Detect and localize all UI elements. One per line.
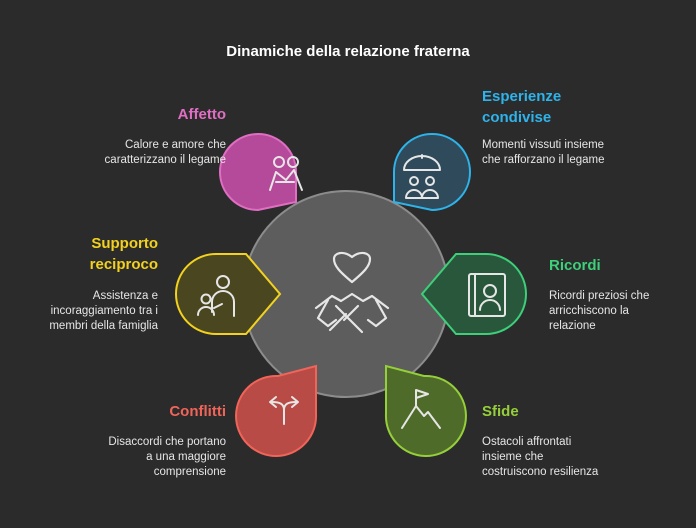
heart-handshake-icon xyxy=(314,251,390,334)
ricordi-description: Ricordi preziosi che arricchiscono la re… xyxy=(549,289,689,334)
conflitti-desc-line: comprensione xyxy=(153,466,226,478)
esperienze-description: Momenti vissuti insieme che rafforzano i… xyxy=(482,138,662,168)
sfide-desc-line: Ostacoli affrontati xyxy=(482,436,572,448)
umbrella-people-icon xyxy=(403,154,441,199)
photo-album-icon xyxy=(468,273,506,317)
conflitti-title: Conflitti xyxy=(169,403,226,420)
supporto-node xyxy=(175,253,282,335)
esperienze-node xyxy=(393,133,471,212)
esperienze-title-line: Esperienze xyxy=(482,88,562,105)
supporto-desc-line: membri della famiglia xyxy=(49,320,158,332)
esperienze-title-line: condivise xyxy=(482,109,552,126)
supporto-title-line: reciproco xyxy=(89,256,158,273)
supporto-description: Assistenza e incoraggiamento tra i membr… xyxy=(20,289,158,334)
ricordi-desc-line: Ricordi preziosi che xyxy=(549,290,650,302)
affetto-description: Calore e amore che caratterizzano il leg… xyxy=(60,138,226,168)
supporto-desc-line: Assistenza e xyxy=(92,290,158,302)
sfide-desc-line: insieme che xyxy=(482,451,544,463)
sfide-desc-line: costruiscono resilienza xyxy=(482,466,599,478)
affetto-desc-line: caratterizzano il legame xyxy=(104,154,226,166)
affetto-desc-line: Calore e amore che xyxy=(125,139,226,151)
hug-icon xyxy=(269,156,303,191)
supporto-desc-line: incoraggiamento tra i xyxy=(50,305,158,317)
conflitti-desc-line: Disaccordi che portano xyxy=(108,436,226,448)
supporto-title: Supporto reciproco xyxy=(56,233,158,275)
ricordi-title: Ricordi xyxy=(549,257,601,274)
conflitti-desc-line: a una maggiore xyxy=(146,451,226,463)
ricordi-desc-line: arricchiscono la xyxy=(549,305,629,317)
ricordi-desc-line: relazione xyxy=(549,320,596,332)
esperienze-desc-line: che rafforzano il legame xyxy=(482,154,605,166)
mountain-flag-icon xyxy=(401,389,441,429)
esperienze-desc-line: Momenti vissuti insieme xyxy=(482,139,605,151)
sfide-description: Ostacoli affrontati insieme che costruis… xyxy=(482,435,652,480)
diverging-arrows-icon xyxy=(269,396,299,425)
sfide-title: Sfide xyxy=(482,403,519,420)
esperienze-title: Esperienze condivise xyxy=(482,86,632,128)
diagram-title: Dinamiche della relazione fraterna xyxy=(226,43,470,60)
supporto-title-line: Supporto xyxy=(91,235,158,252)
sfide-node xyxy=(384,364,467,457)
ricordi-node xyxy=(420,253,527,335)
conflitti-node xyxy=(235,364,318,457)
affetto-title: Affetto xyxy=(177,106,226,123)
conflitti-description: Disaccordi che portano a una maggiore co… xyxy=(60,435,226,480)
affetto-node xyxy=(219,133,303,212)
support-people-icon xyxy=(197,275,235,317)
